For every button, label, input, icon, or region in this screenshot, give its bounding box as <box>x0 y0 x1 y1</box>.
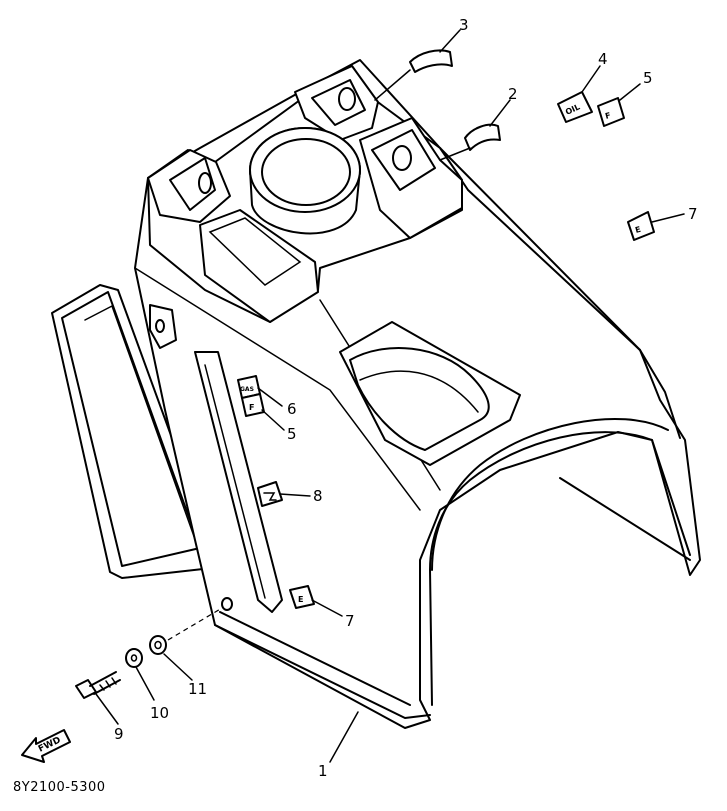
fuel-full-decal-side: F <box>241 393 265 417</box>
fuel-full-decal-top: F <box>597 97 625 127</box>
plain-washer <box>149 635 167 655</box>
svg-text:E: E <box>298 595 303 604</box>
callout-labels: 3 2 4 5 7 6 5 8 7 1 9 10 11 <box>114 16 698 780</box>
callout-1: 1 <box>318 762 328 780</box>
callout-4: 4 <box>598 50 608 68</box>
mount-bracket <box>149 304 177 349</box>
svg-text:F: F <box>249 403 254 412</box>
side-slot <box>194 351 283 613</box>
choke-decal <box>257 481 283 507</box>
callout-2: 2 <box>508 85 518 103</box>
assembly-line <box>167 607 223 641</box>
svg-text:GAS: GAS <box>240 386 254 393</box>
grommet-3 <box>409 49 453 73</box>
callout-5-top: 5 <box>643 69 653 87</box>
callout-7-side: 7 <box>345 612 355 630</box>
top-deck <box>147 65 463 323</box>
callout-10: 10 <box>150 704 169 722</box>
fuel-empty-decal-side: E <box>289 585 315 609</box>
center-opening <box>339 321 521 466</box>
svg-text:F: F <box>604 111 612 121</box>
callout-8: 8 <box>313 487 323 505</box>
callout-6: 6 <box>287 400 297 418</box>
leader-lines <box>95 29 685 763</box>
callout-5-side: 5 <box>287 425 297 443</box>
fwd-arrow: FWD <box>21 729 71 763</box>
lock-washer <box>125 648 143 668</box>
fuel-empty-decal-top: E <box>627 211 655 241</box>
svg-text:E: E <box>634 225 642 235</box>
oil-decal: OIL <box>557 91 593 123</box>
callout-9: 9 <box>114 725 124 743</box>
diagram-code: 8Y2100-5300 <box>13 780 106 795</box>
bolt <box>75 671 121 699</box>
callout-3: 3 <box>459 16 469 34</box>
grommet-2 <box>464 123 501 151</box>
callout-11: 11 <box>188 680 207 698</box>
fastener-hole <box>221 597 233 611</box>
callout-7-top: 7 <box>688 205 698 223</box>
